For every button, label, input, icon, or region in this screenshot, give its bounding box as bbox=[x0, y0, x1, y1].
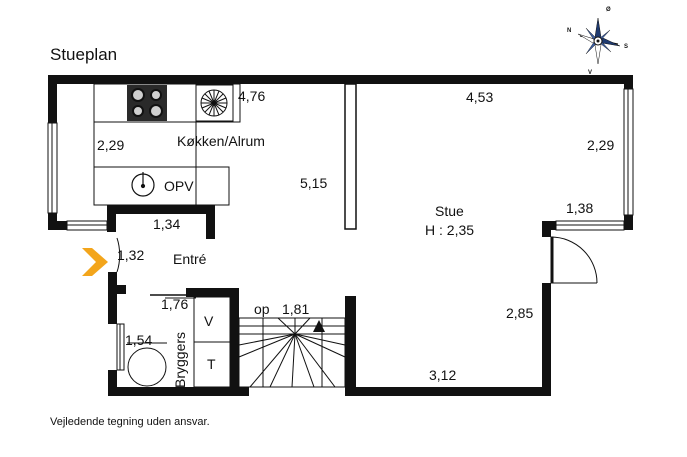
extractor-fan-icon bbox=[195, 84, 234, 122]
utility-width-label: 1,76 bbox=[161, 296, 188, 312]
hall-name-label: Entré bbox=[173, 251, 207, 267]
entry-arrow-icon bbox=[82, 248, 108, 276]
hob-icon bbox=[127, 85, 167, 121]
hall-width-label: 1,34 bbox=[153, 216, 180, 232]
dryer-label: T bbox=[207, 356, 216, 372]
living-right-dim-label: 2,29 bbox=[587, 137, 614, 153]
living-name-label: Stue bbox=[435, 203, 464, 219]
hall-door-icon bbox=[116, 237, 121, 273]
utility-name-label: Bryggers bbox=[172, 332, 188, 388]
compass-icon: Ø V S N bbox=[567, 7, 628, 76]
utility-sliding-door-icon bbox=[150, 294, 196, 299]
stair-up-arrow-icon bbox=[313, 320, 325, 332]
hall-depth-label: 1,32 bbox=[117, 247, 144, 263]
living-bottom-dim-label: 3,12 bbox=[429, 367, 456, 383]
windows bbox=[47, 88, 634, 371]
kitchen-counter bbox=[93, 83, 241, 206]
washer-label: V bbox=[204, 313, 214, 329]
kitchen-depth-label: 2,29 bbox=[97, 137, 124, 153]
stairs-dim-label: 1,81 bbox=[282, 301, 309, 317]
compass-south-label: V bbox=[588, 70, 592, 76]
stairs-direction-label: op bbox=[254, 301, 270, 317]
compass-east-label: S bbox=[624, 44, 628, 50]
kitchen-width-label: 4,76 bbox=[238, 88, 265, 104]
compass-north-label: Ø bbox=[606, 7, 611, 13]
plan-title: Stueplan bbox=[50, 45, 117, 64]
sink-icon bbox=[131, 172, 155, 197]
disclaimer-text: Vejledende tegning uden ansvar. bbox=[50, 416, 210, 428]
compass-west-label: N bbox=[567, 28, 571, 34]
living-side-dim-label: 2,85 bbox=[506, 305, 533, 321]
living-top-dim-label: 4,53 bbox=[466, 89, 493, 105]
kitchen-name-label: Køkken/Alrum bbox=[177, 133, 265, 149]
living-height-label: H : 2,35 bbox=[425, 222, 474, 238]
oven-label: OPV bbox=[164, 178, 194, 194]
living-alcove-dim-label: 1,38 bbox=[566, 200, 593, 216]
utility-fixtures bbox=[127, 296, 231, 388]
utility-depth-label: 1,54 bbox=[125, 332, 152, 348]
staircase bbox=[238, 317, 346, 388]
kitchen-length-label: 5,15 bbox=[300, 175, 327, 191]
outer-walls bbox=[48, 75, 633, 396]
living-door-icon bbox=[550, 236, 598, 284]
